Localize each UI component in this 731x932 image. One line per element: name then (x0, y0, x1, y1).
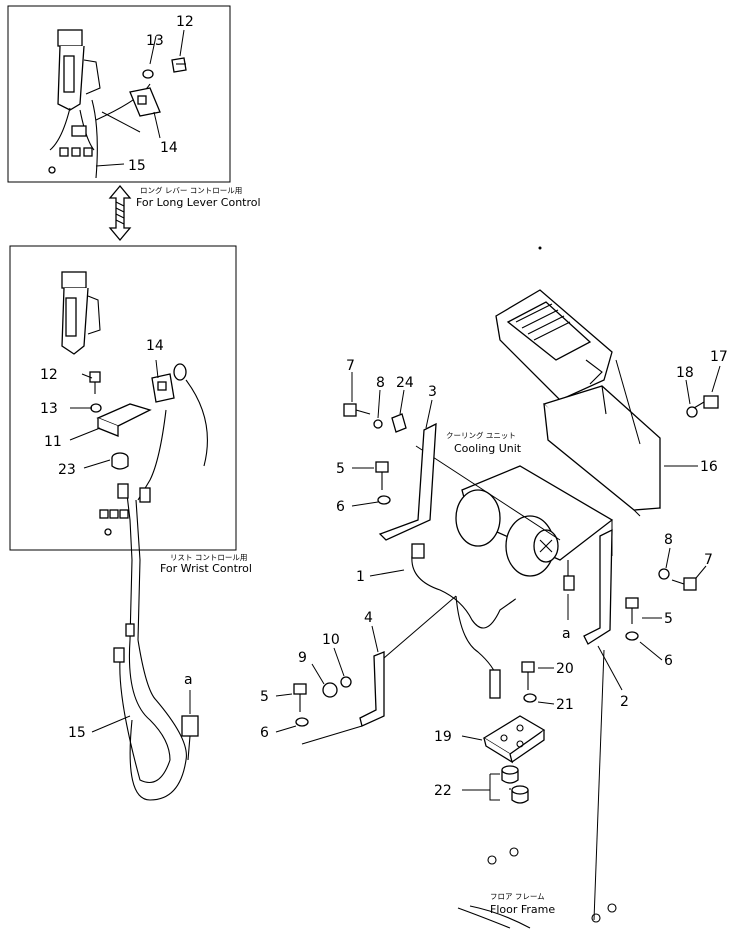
bolt-7-right (671, 577, 697, 591)
callout-24: 24 (396, 375, 414, 391)
callout-12-top: 12 (176, 14, 194, 30)
washer-10 (340, 676, 352, 688)
callout-8-left: 8 (376, 375, 385, 391)
wrist-caption: For Wrist Control (160, 562, 252, 575)
bracket-11 (96, 403, 152, 437)
wrist-caption-jp: リスト コントロール用 (170, 553, 247, 562)
clamp-14-wrist (151, 373, 175, 403)
washer-8-left (373, 419, 383, 429)
callout-16: 16 (700, 459, 718, 475)
callout-9: 9 (298, 650, 307, 666)
connector-a-right-label: a (562, 626, 571, 642)
callout-6-right: 6 (664, 653, 673, 669)
callout-2: 2 (620, 694, 629, 710)
switch-unit-top (57, 29, 101, 111)
long-lever-inset-frame (7, 5, 231, 183)
washer-8-right (658, 568, 670, 580)
cover-16 (542, 385, 661, 517)
cooling-caption: Cooling Unit (454, 442, 522, 455)
grommet-wrist (173, 363, 187, 381)
callout-13-top: 13 (146, 33, 164, 49)
callout-15-top: 15 (128, 158, 146, 174)
bolt-5-lower-left (293, 683, 307, 712)
callout-1: 1 (356, 569, 365, 585)
clip-24 (391, 413, 407, 433)
bracket-3 (378, 422, 437, 541)
cooling-caption-jp: クーリング ユニット (446, 430, 516, 440)
controller-box (495, 289, 613, 401)
bolt-5-upper (375, 461, 389, 490)
callout-17: 17 (710, 349, 728, 365)
callout-6-lower-left: 6 (260, 725, 269, 741)
callout-6-upper: 6 (336, 499, 345, 515)
bolt-5-right (625, 597, 639, 624)
callout-14-wrist: 14 (146, 338, 164, 354)
callout-8-right: 8 (664, 532, 673, 548)
harness-15 (113, 623, 199, 801)
callout-7-right: 7 (704, 552, 713, 568)
speck (538, 246, 542, 250)
bolt-7-left (343, 403, 371, 417)
callout-10: 10 (322, 632, 340, 648)
callout-21: 21 (556, 697, 574, 713)
callout-3: 3 (428, 384, 437, 400)
callout-5-lower-left: 5 (260, 689, 269, 705)
wrist-inset-frame (9, 245, 237, 551)
callout-14-top: 14 (160, 140, 178, 156)
washer-13-top (142, 69, 154, 79)
callout-22: 22 (434, 783, 452, 799)
clamp-14-top (129, 87, 161, 117)
mount-22 (501, 765, 529, 804)
bracket-4 (359, 651, 385, 727)
washer-6-upper (377, 495, 391, 505)
washer-6-lower-left (295, 717, 309, 727)
floor-caption-jp: フロア フレーム (490, 892, 545, 901)
washer-6-right (625, 631, 639, 641)
grommet-23 (111, 452, 129, 470)
washer-13-wrist (90, 403, 102, 413)
callout-20: 20 (556, 661, 574, 677)
alternative-arrow (108, 184, 132, 242)
washer-21 (523, 693, 537, 703)
callout-15-harness: 15 (68, 725, 86, 741)
wire-harness-wrist (99, 379, 208, 641)
hose-1 (411, 543, 516, 629)
cooling-unit-body (455, 465, 614, 577)
connector-a-left: a (184, 672, 193, 688)
callout-4: 4 (364, 610, 373, 626)
bolt-20 (521, 661, 535, 690)
washer-18 (686, 406, 698, 418)
callout-23: 23 (58, 462, 76, 478)
floor-caption: Floor Frame (490, 903, 555, 916)
wire-harness-top (48, 83, 151, 179)
callout-7-left: 7 (346, 358, 355, 374)
callout-12-wrist: 12 (40, 367, 58, 383)
bolt-12-top (171, 57, 187, 73)
nut-9 (322, 682, 338, 698)
bolt-17 (693, 395, 719, 409)
bracket-2 (583, 528, 613, 645)
bolt-12-wrist (89, 371, 101, 394)
callout-11: 11 (44, 434, 62, 450)
callout-5-upper: 5 (336, 461, 345, 477)
long-lever-caption: For Long Lever Control (136, 196, 261, 209)
switch-unit-wrist (61, 271, 101, 355)
callout-19: 19 (434, 729, 452, 745)
connector-a-right (563, 560, 575, 591)
hose-19-line (455, 595, 501, 699)
callout-18: 18 (676, 365, 694, 381)
floor-frame-marks (457, 847, 617, 929)
bracket-19 (482, 715, 546, 764)
callout-13-wrist: 13 (40, 401, 58, 417)
callout-5-right: 5 (664, 611, 673, 627)
long-lever-caption-jp: ロング レバー コントロール用 (140, 185, 242, 195)
